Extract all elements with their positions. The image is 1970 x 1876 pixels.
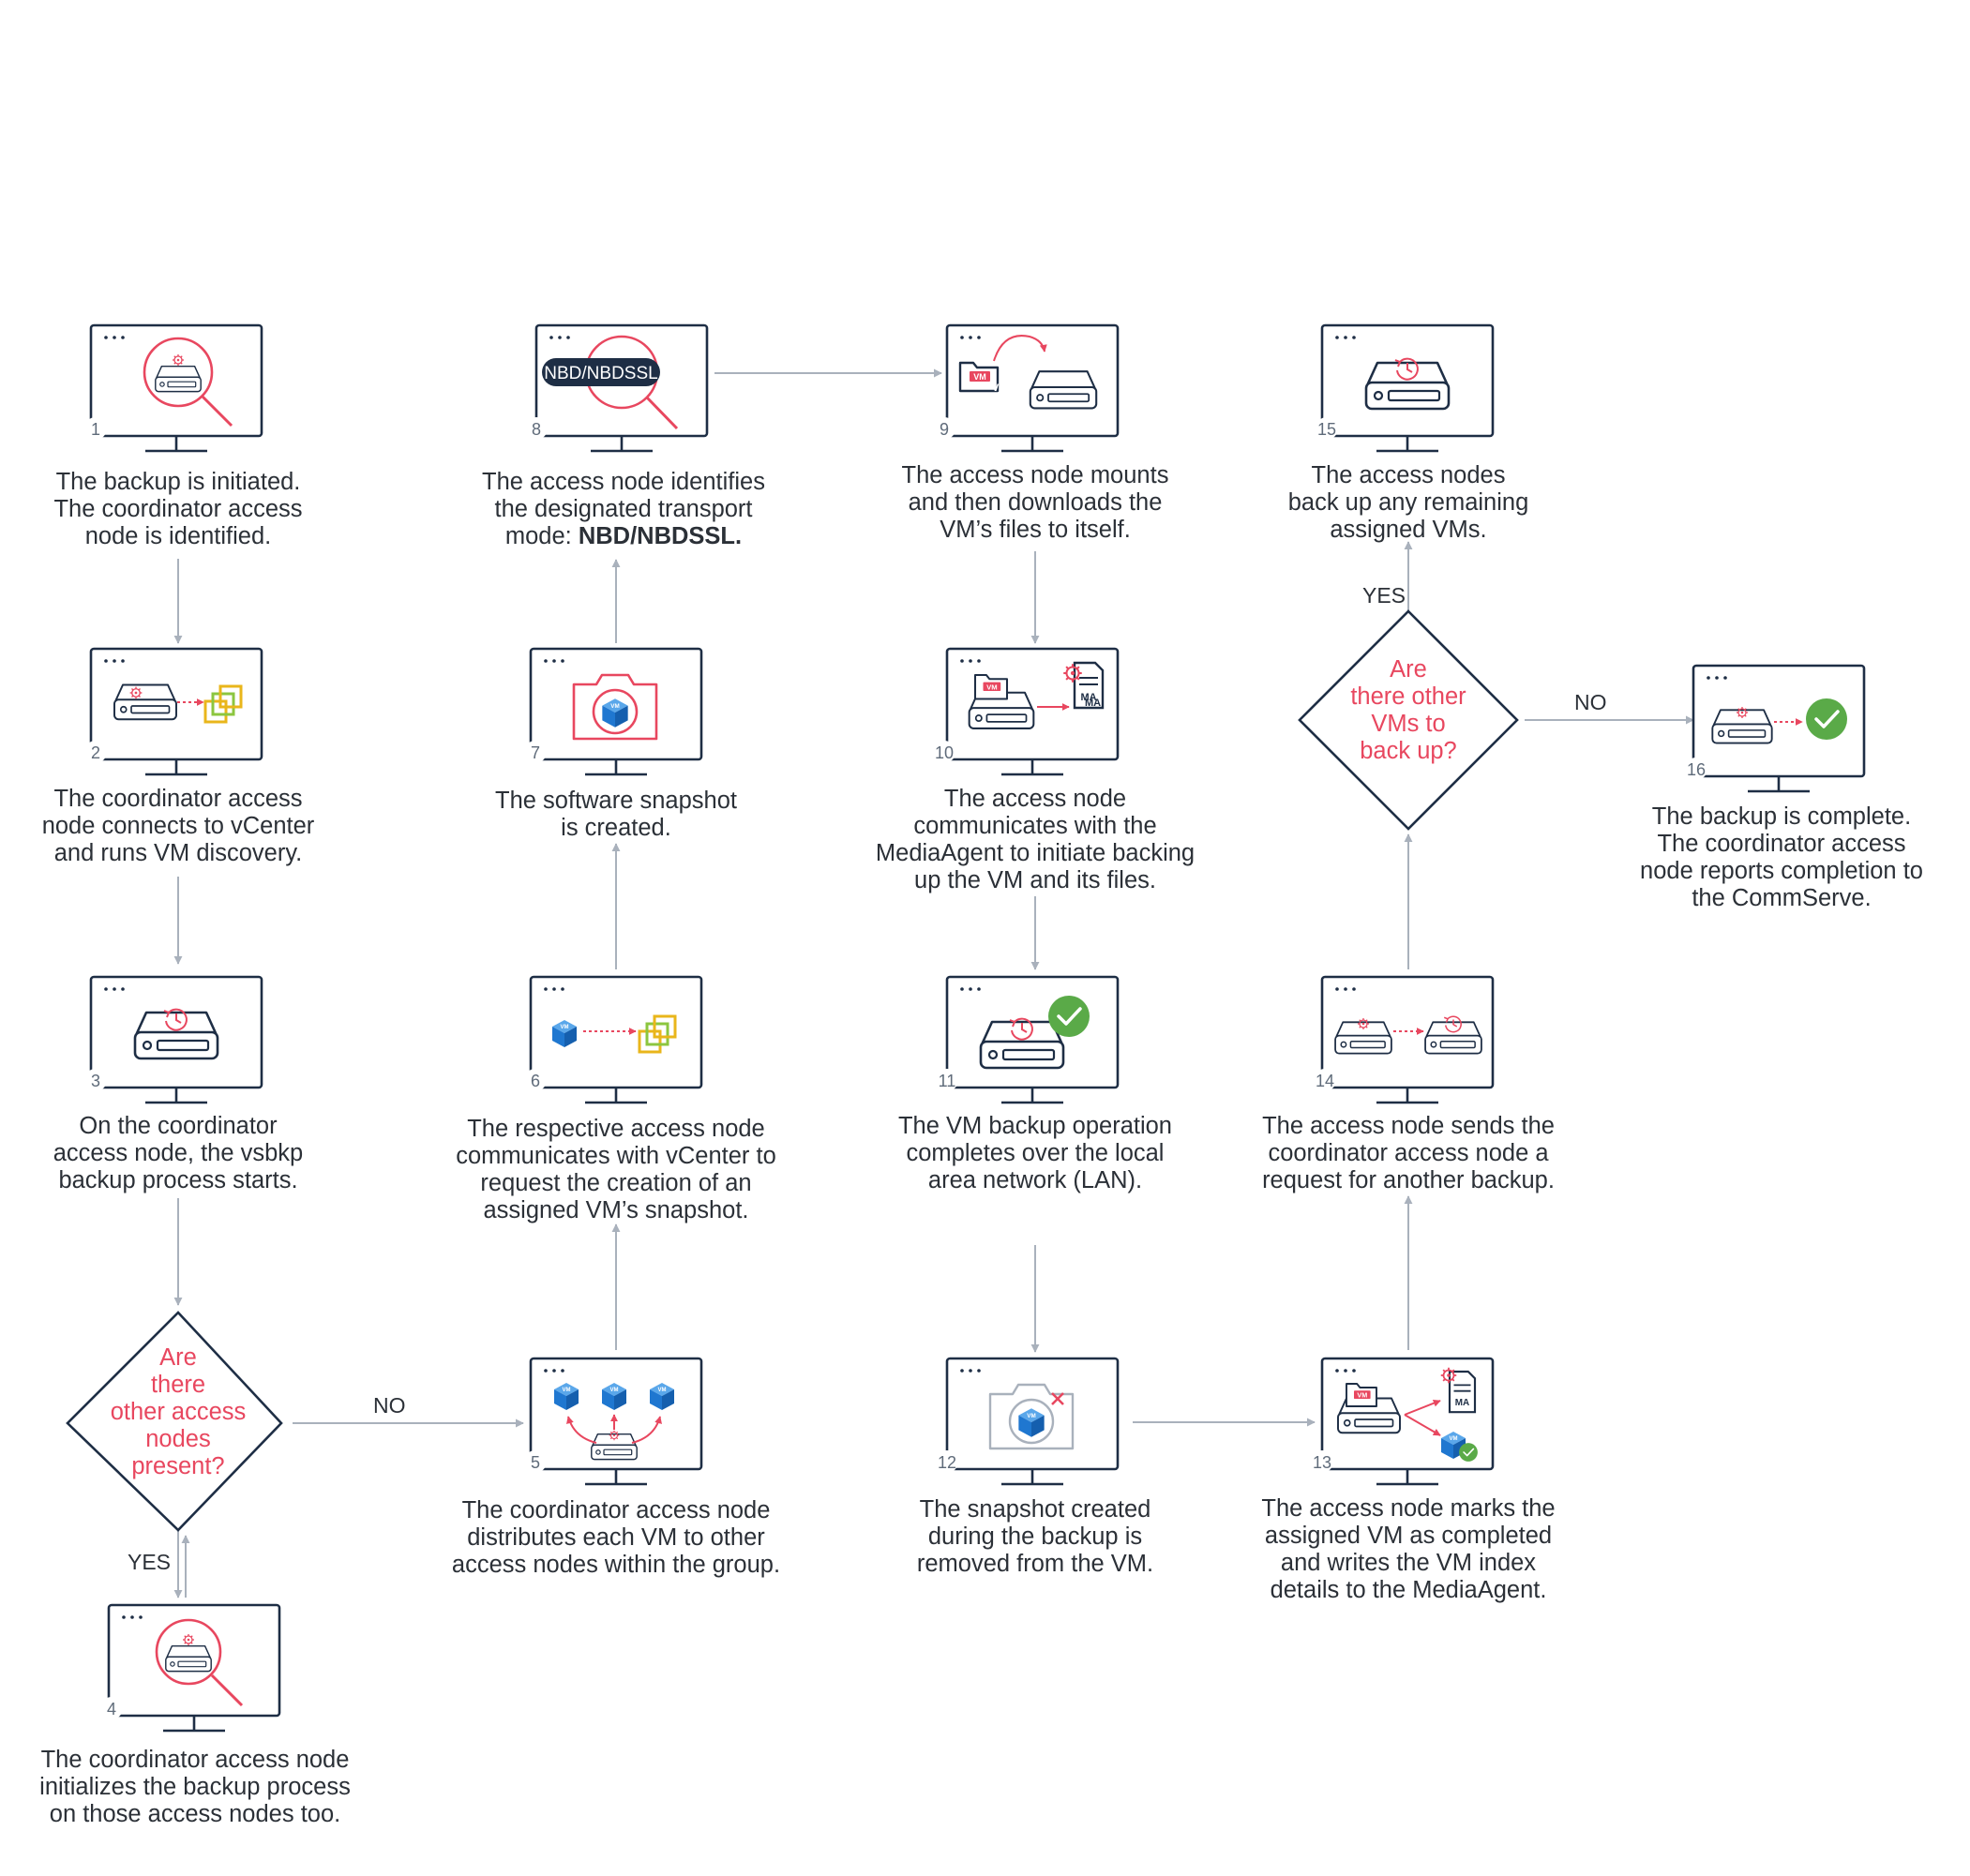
step-number: 7 (531, 743, 540, 762)
step-16-caption: The backup is complete.The coordinator a… (1640, 803, 1923, 911)
decision-access-nodes-no-label: NO (373, 1393, 406, 1418)
step-4-monitor: 4 (100, 1603, 281, 1733)
step-number: 4 (107, 1700, 116, 1718)
disk-history-icon (1364, 357, 1451, 411)
step-3-monitor: 3 (84, 975, 263, 1104)
step-5-monitor: 5 (524, 1357, 703, 1486)
step-number: 14 (1316, 1072, 1334, 1090)
step-number: 8 (532, 420, 541, 439)
decision-vms-yes-label: YES (1362, 583, 1406, 608)
step-8-monitor: NBD/NBDSSL 8 (525, 323, 709, 453)
transport-pill-label: NBD/NBDSSL (544, 364, 657, 383)
step-number: 2 (91, 743, 100, 762)
disk-history-icon (133, 1008, 219, 1060)
step-10-monitor: 10 (933, 647, 1120, 776)
decision-access-nodes-yes-label: YES (128, 1550, 172, 1574)
step-number: 16 (1687, 760, 1706, 779)
disk-to-disk-icon (1334, 1015, 1482, 1055)
disk-complete-icon (1711, 697, 1849, 744)
camera-vm-icon (572, 673, 658, 741)
connectors (173, 368, 1694, 1598)
step-number: 3 (91, 1072, 100, 1090)
ma-icon-label: MA (1085, 698, 1102, 709)
step-number: 10 (935, 743, 954, 762)
camera-removed-icon (988, 1383, 1075, 1450)
step-number: 5 (531, 1453, 540, 1472)
magnify-transport-icon: NBD/NBDSSL (542, 335, 679, 430)
decision-diamond-vms (1298, 609, 1519, 831)
step-number: 13 (1313, 1453, 1331, 1472)
decision-diamond-access-nodes (66, 1311, 283, 1532)
magnify-disk-icon (155, 1618, 244, 1707)
magnify-disk-icon (143, 337, 233, 428)
disk-mark-complete-icon (1337, 1366, 1479, 1463)
vm-icon-label: VM (992, 383, 1008, 394)
step-14-monitor: 14 (1314, 975, 1495, 1104)
step-11-monitor: 11 (936, 975, 1120, 1104)
step-number: 12 (938, 1453, 956, 1472)
step-16-monitor: 16 (1685, 664, 1866, 793)
step-2-monitor: 2 (84, 647, 263, 776)
step-1-caption: The backup is initiated.The coordinator … (53, 469, 303, 549)
step-12-monitor: 12 (936, 1357, 1120, 1486)
step-7-monitor: 7 (524, 647, 703, 776)
step-number: 1 (91, 420, 100, 439)
step-number: 11 (939, 1072, 956, 1090)
step-number: 6 (531, 1072, 540, 1090)
disk-to-vcenter-icon (113, 683, 243, 724)
step-6-monitor: 6 (524, 975, 703, 1104)
disk-to-mediaagent-icon (968, 661, 1105, 729)
vm-folder-to-disk-icon (958, 335, 1098, 410)
step-15-monitor: 15 (1316, 323, 1495, 453)
step-1-monitor: 1 (84, 323, 263, 453)
step-13-monitor: 13 (1311, 1357, 1495, 1486)
step-number: 15 (1317, 420, 1336, 439)
decision-vms-no-label: NO (1574, 690, 1607, 714)
step-number: 9 (940, 420, 949, 439)
step-9-monitor: 9 (933, 323, 1120, 453)
distribute-vms-icon (554, 1383, 674, 1461)
